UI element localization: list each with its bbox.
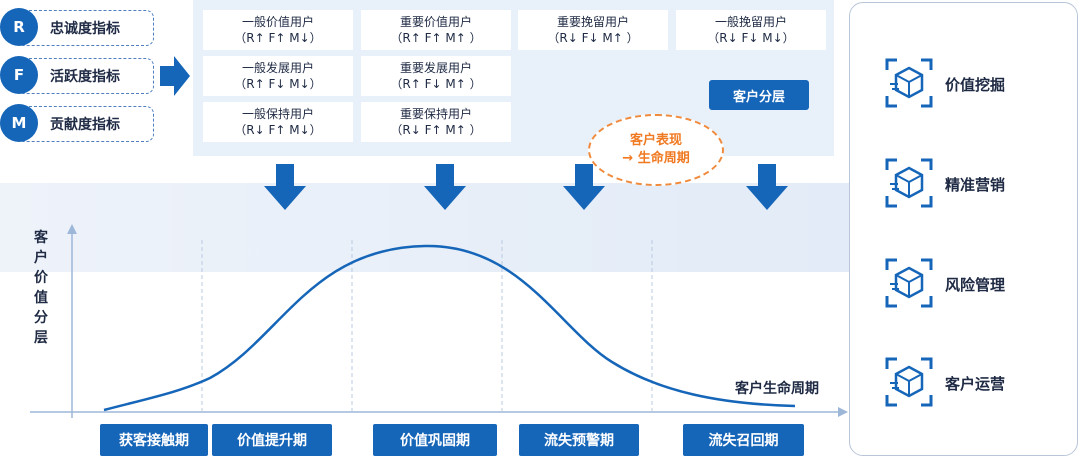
oval-line-1: 客户表现 [629, 133, 682, 148]
x-axis-arrowhead [838, 407, 848, 417]
segment-cell: 重要发展用户（R↑ F↓ M↑ ） [361, 56, 511, 96]
phase-churn-recall[interactable]: 流失召回期 [683, 424, 804, 456]
feature-value-mining[interactable]: 价值挖掘 [885, 58, 1065, 108]
cube-box-icon [885, 357, 933, 407]
y-axis-arrowhead [67, 224, 77, 234]
r-circle: R [0, 8, 38, 46]
feature-customer-operation[interactable]: 客户运营 [885, 357, 1065, 407]
m-circle: M [0, 104, 38, 142]
right-arrow-icon [160, 56, 190, 96]
down-arrow-icon [563, 164, 605, 210]
segment-cell: 重要挽留用户（R↓ F↓ M↑ ） [518, 10, 668, 50]
rfm-metric-r: R 忠诚度指标 [0, 8, 156, 48]
cube-box-icon [885, 258, 933, 308]
lifecycle-curve-chart [30, 224, 848, 418]
f-circle: F [0, 56, 38, 94]
y-axis-label: 客户价值分层 [34, 230, 48, 346]
segment-cell: 一般保持用户（R↓ F↑ M↓） [203, 102, 353, 142]
segment-cell: 重要价值用户（R↑ F↑ M↑ ） [361, 10, 511, 50]
rfm-metric-m: M 贡献度指标 [0, 104, 156, 144]
down-arrow-icon [424, 164, 466, 210]
phase-churn-warning[interactable]: 流失预警期 [519, 424, 639, 456]
feature-label: 风险管理 [945, 276, 1006, 294]
phase-acquisition[interactable]: 获客接触期 [100, 424, 208, 456]
cube-box-icon [885, 158, 933, 208]
segment-cell: 一般价值用户（R↑ F↑ M↓） [203, 10, 353, 50]
segment-cell: 一般挽留用户（R↓ F↓ M↓） [676, 10, 826, 50]
customer-segmentation-button[interactable]: 客户分层 [709, 80, 809, 110]
feature-label: 价值挖掘 [945, 76, 1006, 94]
feature-risk-management[interactable]: 风险管理 [885, 258, 1065, 308]
contribution-label: 贡献度指标 [50, 117, 120, 133]
cube-box-icon [885, 58, 933, 108]
activity-label: 活跃度指标 [50, 69, 120, 85]
applications-panel [849, 2, 1078, 456]
feature-label: 精准营销 [945, 176, 1006, 194]
down-arrow-icon [746, 164, 788, 210]
feature-label: 客户运营 [945, 375, 1006, 393]
oval-line-2: → 生命周期 [622, 151, 690, 166]
performance-lifecycle-oval: 客户表现 → 生命周期 [588, 114, 724, 186]
phase-value-growth[interactable]: 价值提升期 [212, 424, 332, 456]
loyalty-label: 忠诚度指标 [50, 21, 120, 37]
phase-value-consolidation[interactable]: 价值巩固期 [373, 424, 497, 456]
x-axis-label: 客户生命周期 [735, 381, 819, 397]
lifecycle-curve [103, 244, 796, 412]
segment-cell: 一般发展用户（R↑ F↓ M↓） [203, 56, 353, 96]
rfm-metric-f: F 活跃度指标 [0, 56, 156, 96]
down-arrow-icon [264, 164, 306, 210]
feature-precision-marketing[interactable]: 精准营销 [885, 158, 1065, 208]
segment-cell: 重要保持用户（R↓ F↑ M↑ ） [361, 102, 511, 142]
